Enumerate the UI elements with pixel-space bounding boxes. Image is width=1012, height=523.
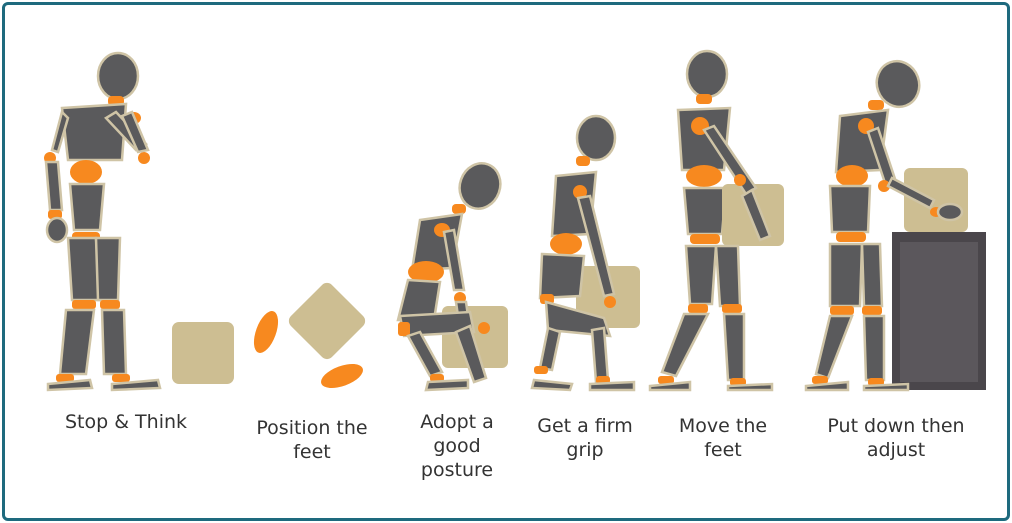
platform-front — [900, 242, 978, 382]
step-caption-move-feet: Move the feet — [668, 414, 778, 462]
step-caption-put-down: Put down then adjust — [816, 414, 976, 462]
box-on-floor — [172, 322, 234, 384]
figure-adopt-posture — [396, 162, 508, 392]
step-caption-line: Position the — [256, 417, 368, 439]
step-caption-line: Get a firm — [537, 415, 633, 437]
figure-firm-grip — [530, 114, 640, 392]
step-caption-line: Stop & Think — [64, 411, 188, 433]
figure-move-feet — [648, 49, 784, 392]
step-caption-stop-think: Stop & Think — [60, 410, 192, 434]
step-caption-line: adjust — [866, 439, 926, 461]
figure-stop-think — [44, 51, 162, 392]
step-caption-line: posture — [420, 459, 494, 481]
step-caption-firm-grip: Get a firm grip — [530, 414, 640, 462]
step-caption-line: Adopt a — [420, 411, 494, 433]
step-caption-line: Put down then — [827, 415, 965, 437]
step-caption-line: good — [433, 435, 481, 457]
step-caption-line: grip — [566, 439, 604, 461]
step-caption-line: feet — [293, 441, 331, 463]
step-caption-line: feet — [704, 439, 742, 461]
step-caption-line: Move the — [678, 415, 768, 437]
feet-position-diagram — [253, 282, 366, 389]
step-caption-adopt-posture: Adopt a good posture — [410, 410, 504, 482]
step-caption-position-feet: Position the feet — [246, 416, 378, 464]
figure-put-down — [804, 59, 986, 392]
